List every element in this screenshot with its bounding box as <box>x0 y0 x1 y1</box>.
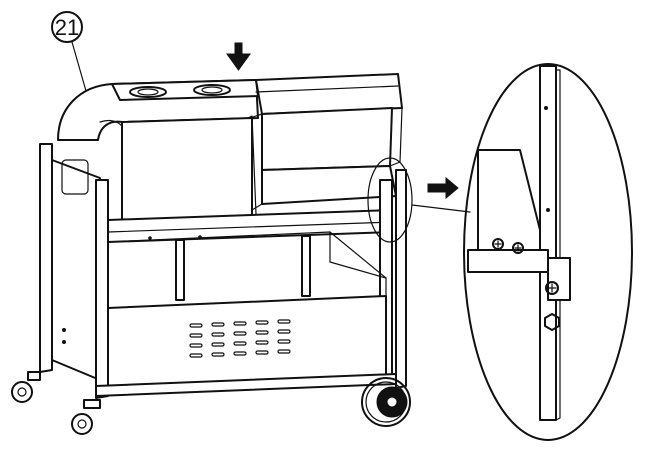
grill-left-unit <box>57 79 259 221</box>
screw-icon <box>512 242 524 254</box>
arrow-right-icon <box>427 176 459 200</box>
burner-knob <box>193 84 231 96</box>
grill-right-unit <box>249 73 403 211</box>
part-number-label: 21 <box>55 15 79 40</box>
screw-icon <box>545 281 559 295</box>
wheel-icon <box>361 377 411 427</box>
caster-icon <box>71 399 101 435</box>
hex-nut-icon <box>544 313 560 331</box>
cart-frame <box>39 143 407 399</box>
arrow-down-icon <box>226 42 251 71</box>
detail-highlight <box>367 157 471 243</box>
caster-icon <box>11 371 41 403</box>
vent-slots <box>189 319 291 358</box>
part-callout: 21 <box>51 11 89 99</box>
detail-view <box>463 63 633 441</box>
burner-knob <box>129 86 167 98</box>
screw-icon <box>492 238 504 250</box>
callout-leader <box>71 41 89 99</box>
